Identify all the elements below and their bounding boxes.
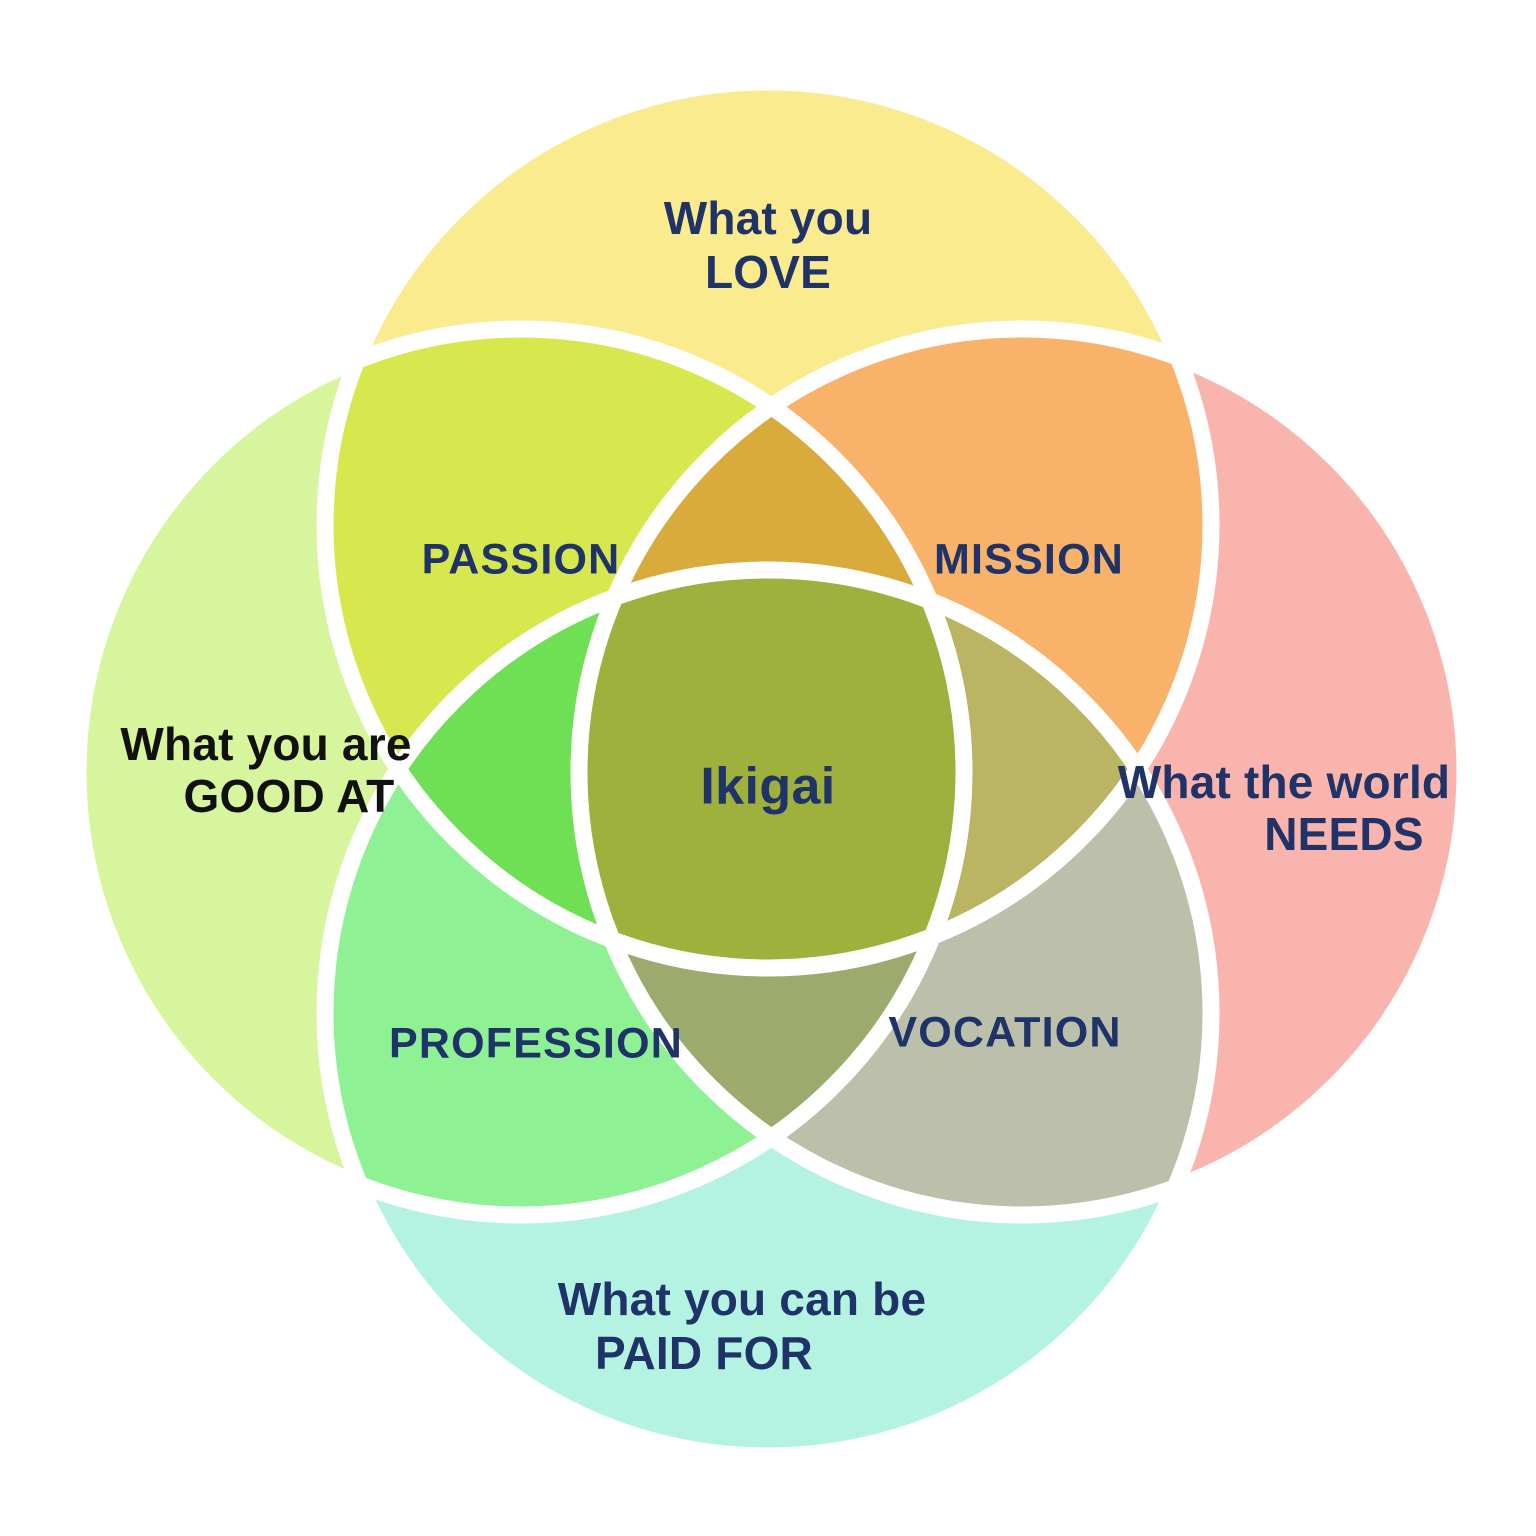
label-needs-line1: What the world [1118, 756, 1450, 808]
label-paid-for-line1: What you can be [558, 1273, 926, 1325]
label-love-line1: What you [664, 192, 873, 244]
label-profession: PROFESSION [389, 1019, 683, 1067]
intersection-labels: PASSION MISSION PROFESSION VOCATION [389, 535, 1124, 1067]
label-ikigai: Ikigai [700, 758, 835, 816]
label-good-at-line1: What you are [120, 718, 411, 770]
label-needs-line2: NEEDS [1264, 808, 1423, 860]
outer-labels: What you LOVE What you are GOOD AT What … [120, 192, 1450, 1379]
label-good-at-line2: GOOD AT [184, 770, 395, 822]
label-passion: PASSION [422, 535, 621, 583]
label-paid-for-line2: PAID FOR [595, 1327, 813, 1379]
label-love-line2: LOVE [705, 246, 831, 298]
label-vocation: VOCATION [888, 1008, 1121, 1056]
label-mission: MISSION [934, 535, 1124, 583]
